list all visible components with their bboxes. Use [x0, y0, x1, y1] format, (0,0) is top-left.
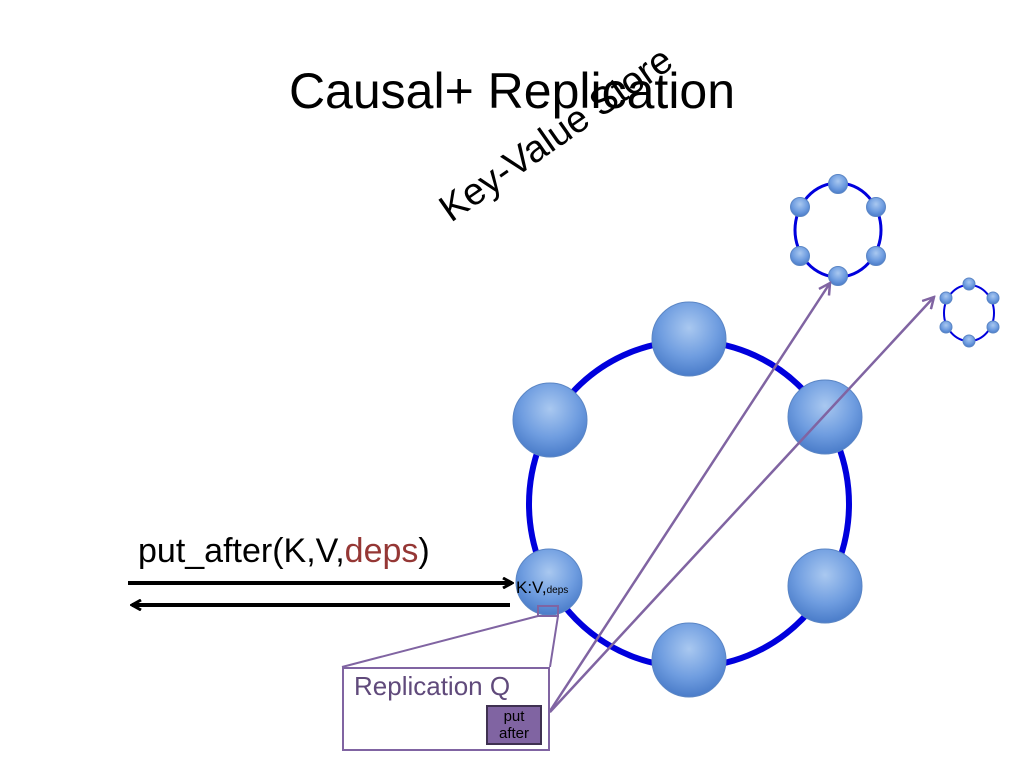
remote-ring-2: [939, 277, 1000, 348]
ring-node: [512, 382, 588, 458]
queue-entry-line2: after: [498, 725, 529, 742]
replication-queue-title: Replication Q: [354, 671, 511, 701]
kv-node-label: K:V,deps: [516, 578, 568, 598]
main-ring: [512, 301, 863, 698]
replication-queue-box: Replication Q put after: [342, 667, 550, 751]
put-after-deps: deps: [344, 532, 419, 570]
queue-entry-line1: put: [503, 708, 525, 725]
callout-line-right: [549, 615, 559, 668]
kv-node-main: K:V,: [516, 578, 547, 597]
put-after-close: ): [418, 532, 430, 570]
kv-node-deps: deps: [546, 585, 569, 596]
remote-ring-1: [790, 174, 886, 286]
put-after-call: put_after(K,V,deps): [138, 532, 430, 571]
ring-node: [787, 548, 863, 624]
replication-arrow-2: [549, 297, 934, 713]
queue-entry: put after: [486, 705, 542, 745]
put-after-name: put_after(K,V,: [138, 532, 345, 570]
slide-title: Causal+ Replication: [288, 63, 736, 119]
replication-arrow-1: [546, 283, 830, 715]
queue-marker: [537, 605, 559, 617]
ring-node: [651, 622, 727, 698]
callout-line-left: [341, 615, 539, 668]
ring-node: [651, 301, 727, 377]
